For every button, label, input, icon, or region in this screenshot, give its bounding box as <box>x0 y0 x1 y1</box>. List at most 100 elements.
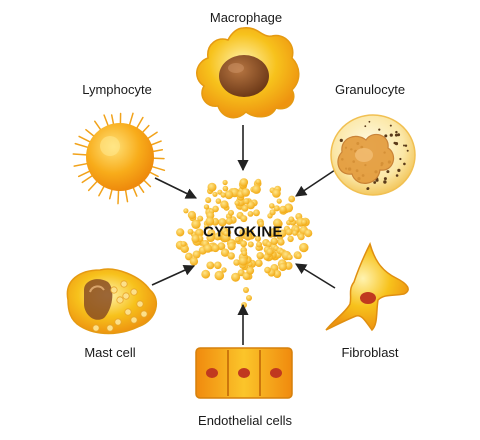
cytokine-dot <box>206 261 215 270</box>
granule <box>383 177 387 181</box>
cytokine-dot <box>277 238 285 246</box>
cytokine-dot <box>240 215 248 223</box>
cytokine-dot <box>256 241 263 248</box>
cytokine-dot <box>299 242 309 253</box>
cytokine-dot <box>218 218 227 227</box>
cytokine-dot <box>257 221 264 228</box>
cytokine-dot <box>241 250 248 257</box>
cytokine-dot <box>223 230 230 237</box>
cytokine-dot <box>255 235 261 242</box>
granule <box>368 120 371 123</box>
granule <box>375 178 379 182</box>
granule <box>395 174 399 177</box>
granule <box>399 157 402 161</box>
cytokine-dot <box>266 248 274 256</box>
endothelial-nucleus <box>238 368 250 378</box>
cytokine-dot <box>228 209 234 216</box>
cytokine-dot <box>273 205 280 212</box>
cytokine-dot <box>207 182 217 192</box>
lymphocyte-spike <box>78 135 93 144</box>
granule <box>397 168 401 172</box>
cytokine-dot <box>263 253 270 261</box>
cytokine-dot <box>180 241 187 247</box>
mast-cell-granule <box>130 316 138 324</box>
cytokine-dot <box>205 217 215 226</box>
cytokine-dot <box>242 228 249 235</box>
cytokine-dot <box>203 224 210 230</box>
cytokine-dot <box>286 254 293 261</box>
cytokine-dot <box>270 237 278 245</box>
granule <box>389 133 393 137</box>
lymphocyte-spike <box>117 188 120 205</box>
granule <box>383 180 387 184</box>
endothelial-nucleus <box>206 368 218 378</box>
cytokine-dot <box>187 210 196 220</box>
mast-cell-granule <box>136 300 144 308</box>
cytokine-dot <box>246 266 255 275</box>
cytokine-dot <box>234 200 240 206</box>
granule <box>364 125 367 128</box>
cytokine-dot <box>295 252 302 260</box>
cytokine-dot <box>176 228 185 237</box>
granule <box>378 128 381 131</box>
cytokine-dot <box>206 233 215 242</box>
cytokine-dot <box>203 204 210 210</box>
cytokine-dot <box>220 200 229 209</box>
cytokine-dot <box>205 197 212 204</box>
lymphocyte-label: Lymphocyte <box>82 82 152 97</box>
cytokine-dot <box>301 219 308 226</box>
cytokine-dot <box>304 229 313 238</box>
cytokine-dot <box>195 228 203 237</box>
cytokine-dot <box>241 188 250 197</box>
mast-cell-label: Mast cell <box>84 345 136 360</box>
granule <box>403 144 405 147</box>
cytokine-dot <box>235 236 241 243</box>
cytokine-dot <box>285 228 293 236</box>
lymphocyte-cell <box>72 112 166 205</box>
cytokine-dot <box>255 178 262 185</box>
cytokine-dot <box>264 266 271 274</box>
cytokine-dot <box>180 244 189 253</box>
cytokine-dot <box>253 209 260 217</box>
lymphocyte-spike <box>151 157 165 160</box>
lymphocyte-spike <box>72 153 89 156</box>
granule <box>395 130 398 134</box>
cytokine-dot <box>211 244 220 253</box>
cytokine-dot <box>183 208 189 214</box>
granule <box>386 170 390 174</box>
granule <box>384 134 388 138</box>
cytokine-dot <box>221 267 227 273</box>
mast-cell-granule <box>120 280 128 288</box>
cytokine-dot <box>247 211 254 217</box>
cytokine-dot <box>197 215 204 222</box>
granule <box>397 133 401 137</box>
endothelial-cells <box>195 347 293 399</box>
cytokine-dot <box>187 228 194 235</box>
mast-cell <box>66 268 158 335</box>
cytokine-dot <box>215 198 222 204</box>
cytokine-dot <box>231 272 241 282</box>
arrow-mast-cell <box>151 265 196 286</box>
granule <box>404 144 408 147</box>
lymphocyte-spike <box>103 114 110 128</box>
cytokine-dot <box>214 261 222 270</box>
cytokine-dot <box>273 218 282 228</box>
cytokine-dot <box>246 295 252 301</box>
mast-cell-granule <box>110 286 118 294</box>
mast-cell-granule <box>124 308 132 316</box>
cytokine-dot <box>214 270 225 281</box>
cytokine-dot <box>269 227 280 238</box>
granule <box>366 187 370 190</box>
cytokine-dot <box>220 192 226 198</box>
lymphocyte-spike <box>149 165 166 172</box>
cytokine-dot <box>288 195 296 203</box>
granule <box>403 162 406 166</box>
cytokine-dot <box>256 252 264 260</box>
cytokine-dot <box>213 233 222 241</box>
cytokine-dot <box>279 205 287 214</box>
lymphocyte-spike <box>74 142 91 149</box>
lymphocyte-spike <box>87 179 99 192</box>
cytokine-dot <box>238 256 248 266</box>
